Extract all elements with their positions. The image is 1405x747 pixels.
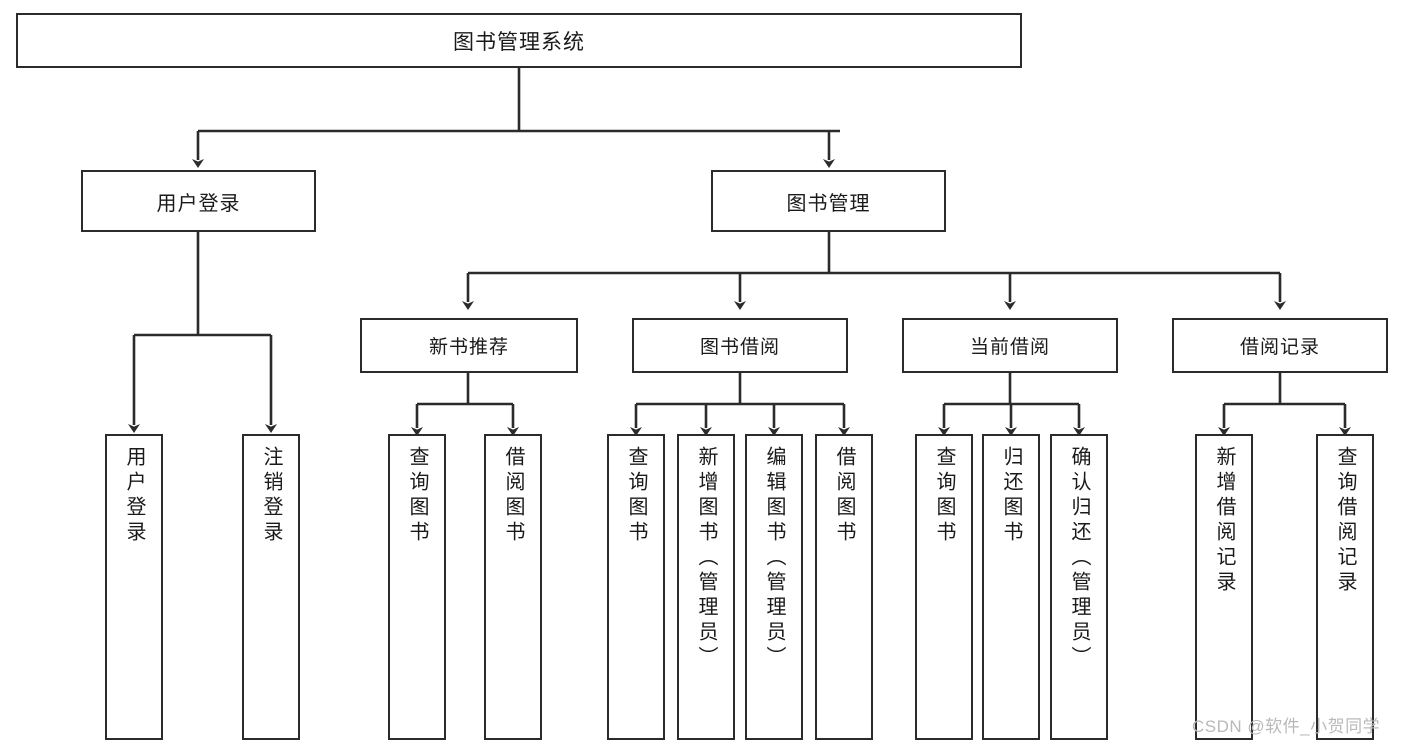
node-borrow-book-1[interactable]: 借阅图书 — [484, 434, 542, 740]
node-label: 图书借阅 — [699, 337, 780, 358]
node-borrow-record[interactable]: 借阅记录 — [1172, 318, 1388, 373]
node-label: 归还图书 — [1000, 446, 1022, 546]
node-user-logout-leaf[interactable]: 注销登录 — [242, 434, 300, 740]
node-confirm-return-admin[interactable]: 确认归还（管理员） — [1050, 434, 1108, 740]
node-borrow-book-2[interactable]: 借阅图书 — [815, 434, 873, 740]
node-label: 新增图书（管理员） — [695, 446, 717, 671]
node-add-book-admin[interactable]: 新增图书（管理员） — [677, 434, 735, 740]
node-book-borrow[interactable]: 图书借阅 — [632, 318, 848, 373]
node-edit-book-admin[interactable]: 编辑图书（管理员） — [745, 434, 803, 740]
node-label: 查询图书 — [406, 446, 428, 546]
node-label: 新增借阅记录 — [1213, 446, 1235, 596]
node-label: 用户登录 — [123, 446, 145, 546]
node-label: 图书管理 — [786, 192, 871, 215]
node-label: 借阅图书 — [833, 446, 855, 546]
node-current-borrow[interactable]: 当前借阅 — [902, 318, 1118, 373]
node-return-book[interactable]: 归还图书 — [982, 434, 1040, 740]
node-add-borrow-record[interactable]: 新增借阅记录 — [1195, 434, 1253, 740]
node-label: 确认归还（管理员） — [1068, 446, 1090, 671]
node-label: 图书管理系统 — [453, 30, 585, 54]
watermark: CSDN @软件_小贺同学 — [1192, 717, 1381, 736]
node-query-book-3[interactable]: 查询图书 — [915, 434, 973, 740]
node-book-management[interactable]: 图书管理 — [711, 170, 946, 232]
node-label: 新书推荐 — [428, 337, 509, 358]
node-label: 查询图书 — [625, 446, 647, 546]
node-user-login-leaf[interactable]: 用户登录 — [105, 434, 163, 740]
node-new-book-recommend[interactable]: 新书推荐 — [360, 318, 578, 373]
node-query-borrow-record[interactable]: 查询借阅记录 — [1316, 434, 1374, 740]
node-label: 借阅记录 — [1239, 337, 1320, 358]
node-query-book-2[interactable]: 查询图书 — [607, 434, 665, 740]
node-label: 编辑图书（管理员） — [763, 446, 785, 671]
node-label: 查询借阅记录 — [1334, 446, 1356, 596]
node-user-login[interactable]: 用户登录 — [81, 170, 316, 232]
node-label: 借阅图书 — [502, 446, 524, 546]
node-label: 查询图书 — [933, 446, 955, 546]
node-label: 用户登录 — [156, 192, 241, 215]
node-root-book-management-system[interactable]: 图书管理系统 — [16, 13, 1022, 68]
node-query-book-1[interactable]: 查询图书 — [388, 434, 446, 740]
node-label: 注销登录 — [260, 446, 282, 546]
node-label: 当前借阅 — [969, 337, 1050, 358]
